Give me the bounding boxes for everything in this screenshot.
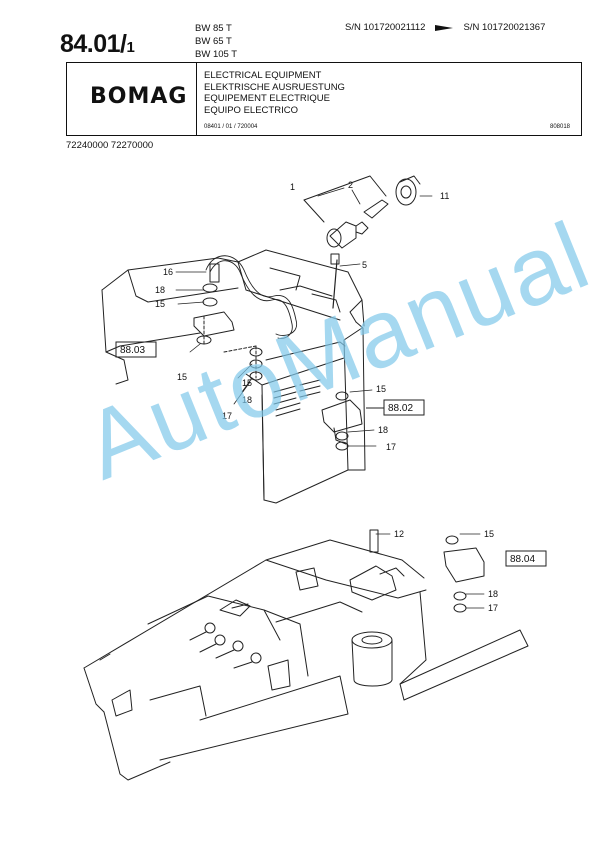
callout-17-c: 17 xyxy=(488,603,498,613)
callout-17-b: 17 xyxy=(386,442,396,452)
callout-16: 16 xyxy=(163,267,173,277)
dashboard-housing xyxy=(101,249,366,504)
left-relay-assembly xyxy=(193,263,263,381)
callout-11: 11 xyxy=(440,191,449,201)
callout-1: 1 xyxy=(290,182,295,192)
callout-12: 12 xyxy=(394,529,404,539)
callout-15-d: 15 xyxy=(376,384,386,394)
section-titles: ELECTRICAL EQUIPMENT ELEKTRISCHE AUSRUES… xyxy=(204,70,345,116)
ref-box-88-02: 88.02 xyxy=(383,399,425,416)
machine-frame xyxy=(83,539,529,781)
callout-2: 2 xyxy=(348,180,353,190)
page-subnumber: 1 xyxy=(126,39,135,56)
title-en: ELECTRICAL EQUIPMENT xyxy=(204,70,322,81)
callout-18-b: 18 xyxy=(242,395,252,405)
ref-box-88-04: 88.04 xyxy=(505,550,547,567)
model-bw105: BW 105 T xyxy=(195,49,238,60)
callout-18-a: 18 xyxy=(155,285,165,295)
reference-boxes: 88.03 88.02 88.04 xyxy=(115,341,547,567)
serial-range: S/N 101720021112 S/N 101720021367 xyxy=(345,22,545,33)
callout-18-d: 18 xyxy=(488,589,498,599)
model-bw85: BW 85 T xyxy=(195,23,232,34)
title-fr: EQUIPEMENT ELECTRIQUE xyxy=(204,93,330,105)
ref-box-88-03: 88.03 xyxy=(115,341,157,358)
arrow-right-icon xyxy=(435,24,454,31)
model-bw65: BW 65 T xyxy=(195,36,232,47)
callout-5: 5 xyxy=(362,260,367,270)
ref-label-88-02: 88.02 xyxy=(388,403,413,414)
header-box xyxy=(66,62,582,136)
document-reference: 08401 / 01 / 720004 xyxy=(204,124,258,130)
callout-15-b: 15 xyxy=(177,372,187,382)
serial-to: S/N 101720021367 xyxy=(463,22,546,33)
callout-15-e: 15 xyxy=(484,529,494,539)
ref-label-88-03: 88.03 xyxy=(120,345,145,356)
page-number: 84.01/1 xyxy=(60,30,135,58)
document-code: 808018 xyxy=(550,124,571,130)
callout-18-c: 18 xyxy=(378,425,388,435)
title-es: EQUIPO ELECTRICO xyxy=(204,104,298,116)
leader-lines xyxy=(175,187,485,609)
title-de: ELEKTRISCHE AUSRUESTUNG xyxy=(204,81,345,93)
header-divider xyxy=(196,62,198,136)
part-numbers: 72240000 72270000 xyxy=(66,140,154,151)
frame-connectors xyxy=(189,622,262,669)
bomag-logo: BOMAG xyxy=(90,84,188,109)
key-switch xyxy=(303,175,421,309)
callout-17-a: 17 xyxy=(222,411,232,421)
lower-relay-assembly xyxy=(349,529,485,613)
callout-15-a: 15 xyxy=(155,299,165,309)
callout-15-c: 15 xyxy=(242,378,252,388)
model-list: BW 85 T BW 65 T BW 105 T xyxy=(195,22,237,61)
serial-from: S/N 101720021112 xyxy=(345,22,426,33)
callout-numbers: 1 2 11 5 16 18 15 15 15 18 17 15 18 17 1… xyxy=(155,180,498,613)
ref-label-88-04: 88.04 xyxy=(510,554,535,565)
